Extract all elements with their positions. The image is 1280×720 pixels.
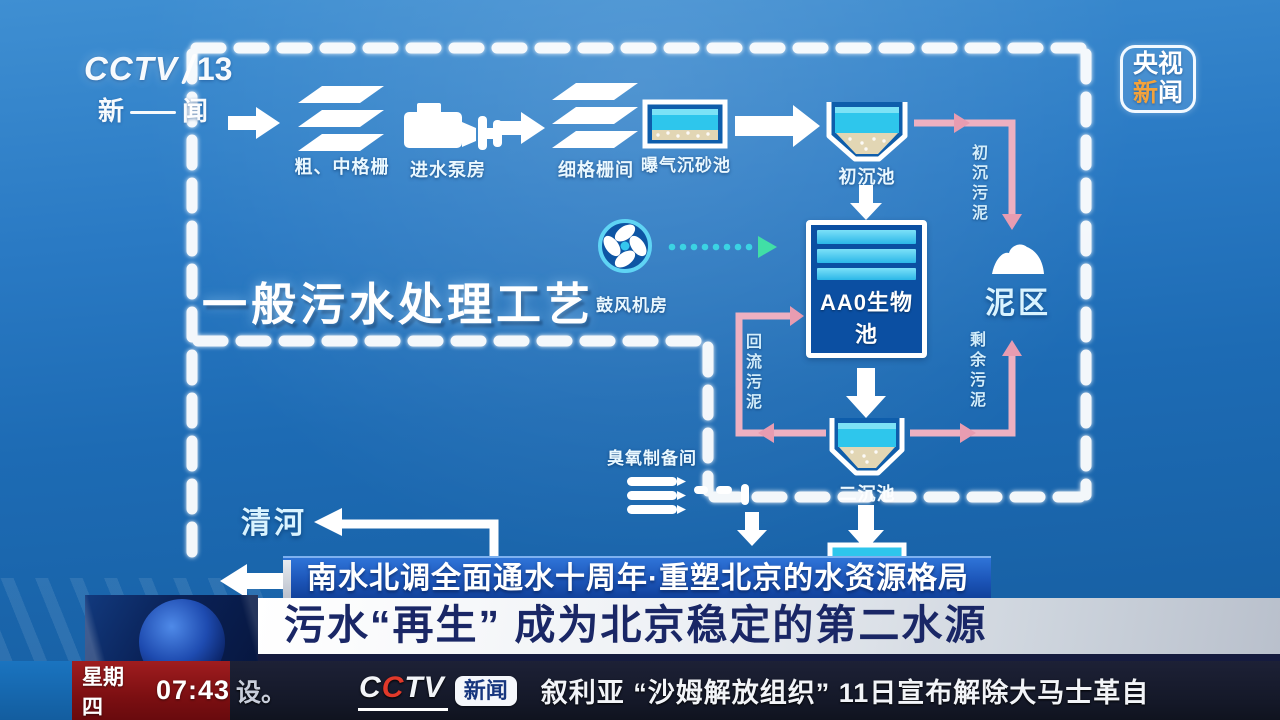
cctv-letter: C xyxy=(359,670,382,704)
label-aao-bio-tank: AA0生物池 xyxy=(819,290,913,348)
ticker-left-blue-block xyxy=(0,661,72,720)
label-sludge-zone: 泥区 xyxy=(985,287,1051,320)
badge-row2: 新闻 xyxy=(1123,79,1193,108)
dashed-process-border xyxy=(186,42,1092,572)
primary-tank-icon xyxy=(826,102,908,162)
cctv-letters: CCTV xyxy=(358,671,448,711)
watermark-line-icon xyxy=(130,111,177,114)
diagram-title: 一般污水处理工艺 xyxy=(202,279,595,330)
label-return-sludge: 回流污泥 xyxy=(743,333,760,413)
coarse-screen-icon xyxy=(298,86,384,151)
badge-char-wen: 闻 xyxy=(1158,79,1184,107)
cctv-news-ticker-logo: CCTV 新闻 xyxy=(358,671,517,711)
topic-banner-tab xyxy=(283,560,291,601)
grit-chamber-tank-icon xyxy=(642,99,728,149)
ticker-news-text: 叙利亚 “沙姆解放组织” 11日宣布解除大马士革自 xyxy=(540,678,1150,708)
globe-sphere xyxy=(139,599,225,662)
news-ticker: 星期四 07:43 设。 CCTV 新闻 叙利亚 “沙姆解放组织” 11日宣布解… xyxy=(0,661,1280,720)
badge-char-xin: 新 xyxy=(1132,79,1158,107)
weekday-text: 星期四 xyxy=(82,665,124,719)
sludge-flow-lines xyxy=(735,119,1016,437)
sludge-mound-icon xyxy=(992,244,1044,274)
label-primary-sludge: 初沉污泥 xyxy=(969,144,986,224)
blower-fan-icon xyxy=(598,219,652,273)
headline-banner: 污水“再生” 成为北京稳定的第二水源 xyxy=(258,598,1280,661)
ozone-generator-icon xyxy=(627,477,749,514)
aao-water-bar xyxy=(817,230,916,245)
cctv-news-app-badge: 央视 新闻 xyxy=(1120,45,1196,113)
ticker-previous-item-tail: 设。 xyxy=(236,678,287,707)
clock-time: 07:43 xyxy=(155,675,230,705)
badge-row1: 央视 xyxy=(1132,50,1183,78)
label-ozone-prep-room: 臭氧制备间 xyxy=(607,449,697,468)
globe-shine xyxy=(85,595,258,662)
secondary-tank-icon xyxy=(829,418,905,476)
label-inlet-pump-house: 进水泵房 xyxy=(410,160,486,180)
river-outfall-arrow xyxy=(314,508,499,556)
topic-banner: 南水北调全面通水十周年·重塑北京的水资源格局 xyxy=(283,556,991,601)
label-coarse-medium-screen: 粗、中格栅 xyxy=(294,157,390,177)
aao-water-bar xyxy=(817,267,916,281)
label-aerated-grit-chamber: 曝气沉砂池 xyxy=(641,156,731,175)
inlet-pump-icon xyxy=(404,103,502,150)
white-flow-arrows xyxy=(220,105,886,598)
fine-screen-icon xyxy=(552,83,638,148)
label-primary-tank: 初沉池 xyxy=(838,167,896,187)
cctv-letter-red: C xyxy=(381,670,405,704)
sludge-flow-arrowheads xyxy=(758,113,1022,443)
label-fine-screen-room: 细格栅间 xyxy=(558,160,634,180)
label-river-qinghe: 清河 xyxy=(241,507,307,540)
label-excess-sludge: 剩余污泥 xyxy=(967,331,984,411)
logo-slash-icon xyxy=(180,54,197,84)
aao-water-bar xyxy=(817,249,916,263)
aao-bio-tank: AA0生物池 xyxy=(806,220,927,358)
ticker-channel-box: 新闻 xyxy=(454,675,517,706)
channel-number: 13 xyxy=(196,50,233,87)
headline-text: 污水“再生” 成为北京稳定的第二水源 xyxy=(284,602,988,648)
topic-banner-text: 南水北调全面通水十周年·重塑北京的水资源格局 xyxy=(307,562,969,595)
cctv-logo-text: CCTV xyxy=(84,50,178,87)
label-blower-room: 鼓风机房 xyxy=(596,296,668,315)
channel-watermark: CCTV 13 新 闻 xyxy=(84,50,232,128)
news-globe-graphic xyxy=(85,595,258,662)
cctv-letters-tv: TV xyxy=(404,670,445,704)
ticker-datetime-block: 星期四 07:43 xyxy=(72,661,230,720)
watermark-subtitle-left: 新 xyxy=(98,96,125,126)
aeration-dotted-arrow xyxy=(668,236,777,258)
ticker-main-strip: 设。 CCTV 新闻 叙利亚 “沙姆解放组织” 11日宣布解除大马士革自 xyxy=(230,661,1280,720)
watermark-subtitle-right: 闻 xyxy=(182,96,209,126)
